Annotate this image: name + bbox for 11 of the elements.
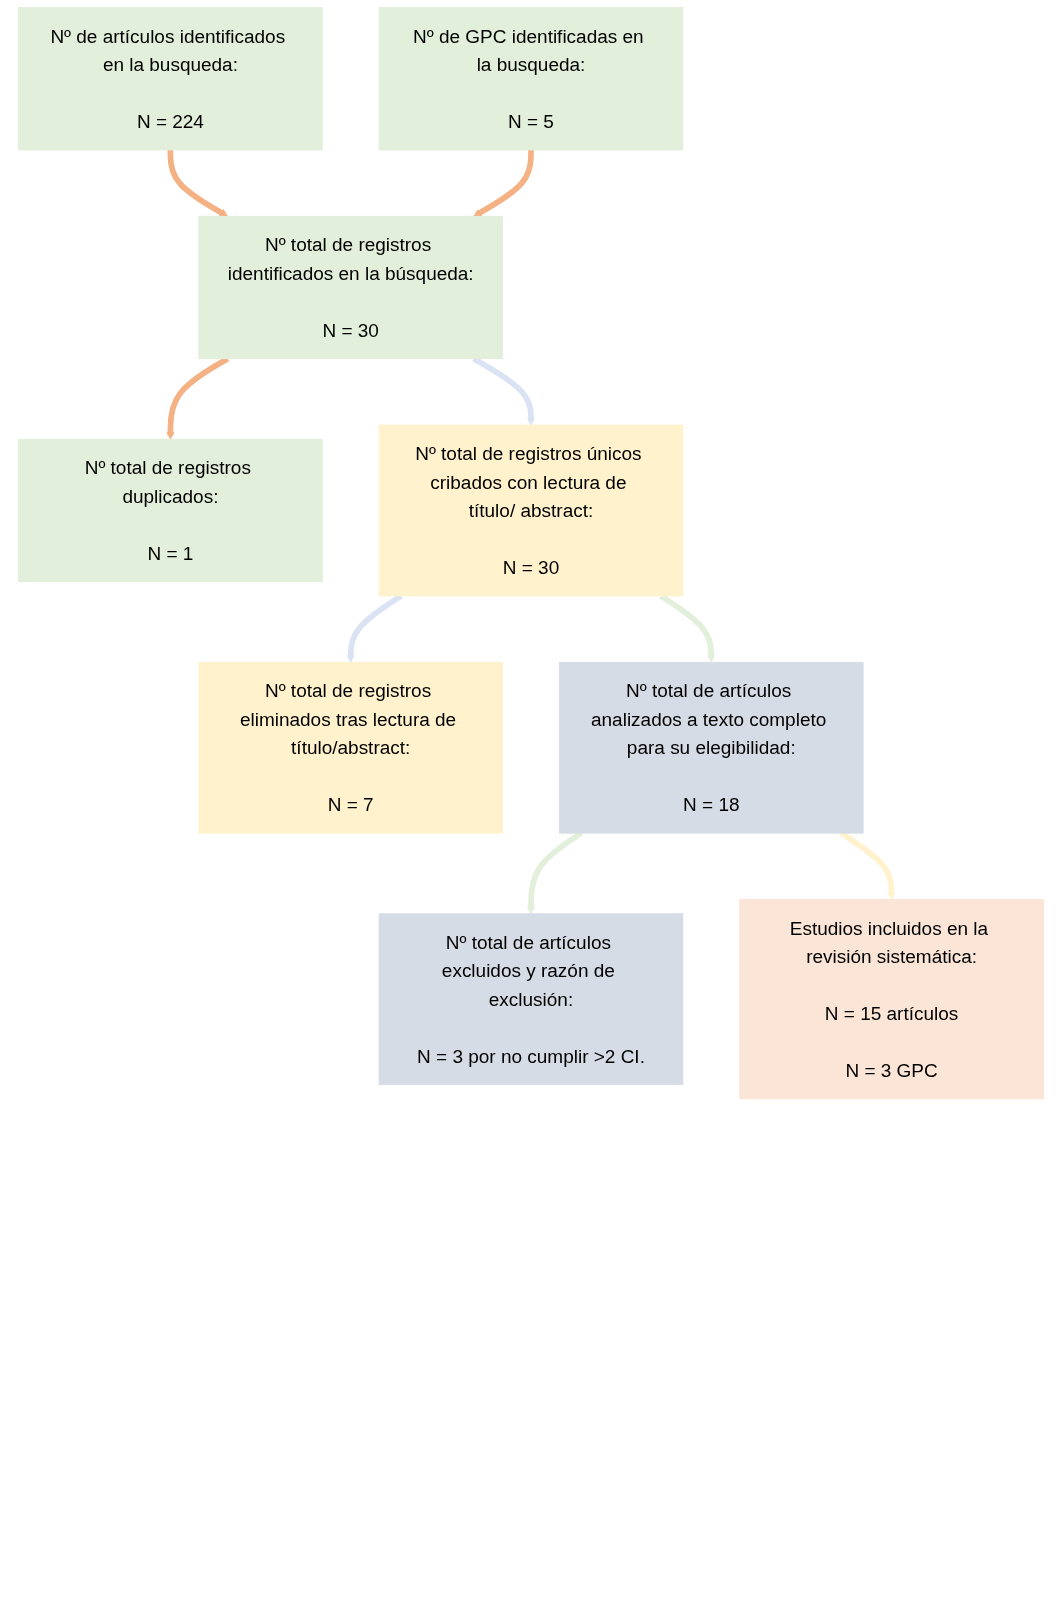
node-box: Nº total de registros eliminados tras lectura de título/abstract: N = 7 (197, 661, 503, 834)
arrow (472, 149, 534, 217)
node-box: Nº total de registros identificados en la búsqueda: N = 30 (197, 215, 503, 360)
arrow (167, 149, 228, 217)
node-box: Nº de GPC identificadas en la busqueda: N = 5 (378, 7, 683, 151)
node-box: Nº de artículos identificados en la busqueda: N = 224 (17, 7, 323, 151)
node-box: Nº total de artículos excluidos y razón de exclusión: N = 3 por no cumplir >2 CI. (378, 913, 683, 1086)
node-box: Estudios incluidos en la revisión sistemática: N = 15 artículos N = 3 GPC (738, 899, 1044, 1100)
node-box: Nº total de registros únicos cribados con lectura de título/ abstract: N = 30 (378, 424, 683, 597)
node-box: Nº total de registros duplicados: N = 1 (17, 438, 323, 583)
node-box: Nº total de artículos analizados a texto completo para su elegibilidad: N = 18 (558, 661, 864, 834)
